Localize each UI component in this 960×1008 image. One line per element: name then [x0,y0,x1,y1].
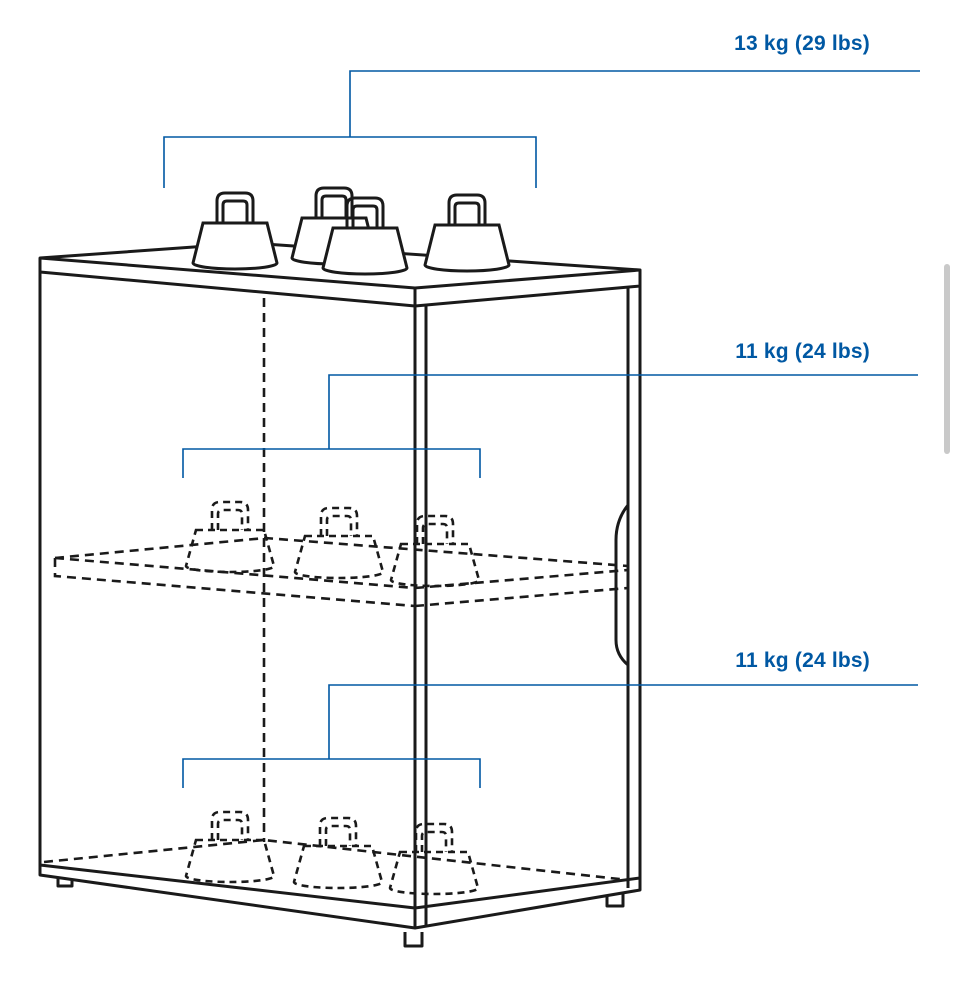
top-weights [191,186,511,276]
callout-brackets [163,70,920,788]
callout-middle [182,374,918,478]
bottom-shelf-load-label: 11 kg (24 lbs) [735,649,870,672]
top-shelf-load-label: 13 kg (29 lbs) [734,32,870,55]
scrollbar-thumb[interactable] [944,264,950,454]
middle-shelf-load-label: 11 kg (24 lbs) [735,340,870,363]
kettlebell-weight-icon [191,191,279,271]
callout-top [163,70,920,188]
callout-bottom [182,684,918,788]
kettlebell-weight-icon [292,816,384,890]
kettlebell-weight-icon [184,500,276,574]
kettlebell-weight-icon [423,193,511,273]
bottom-weights [184,810,480,896]
hidden-structure [43,298,629,882]
kettlebell-weight-icon [321,196,409,276]
